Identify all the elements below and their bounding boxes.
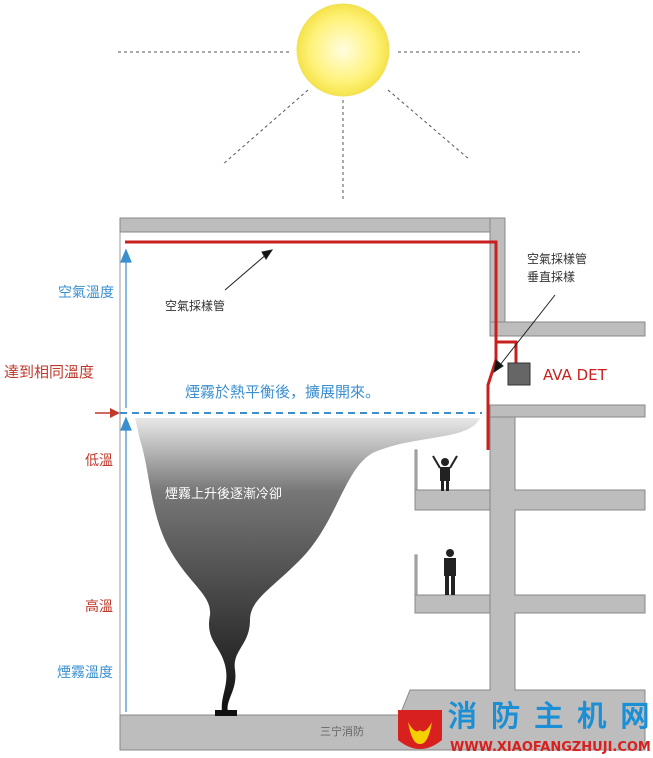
- label-smoke-temp: 煙霧溫度: [57, 665, 113, 681]
- arrow-same-temp: [95, 408, 120, 418]
- smoke-source: [215, 710, 237, 716]
- person-standing: [444, 549, 456, 595]
- label-same-temp: 達到相同溫度: [4, 363, 95, 381]
- watermark-title: 消 防 主 机 网: [448, 699, 652, 733]
- label-vertical-pipe-line2: 垂直採樣: [527, 270, 576, 284]
- label-cooling-note: 煙霧上升後逐漸冷卻: [165, 487, 283, 502]
- sun-rays: [118, 51, 580, 200]
- building: [119, 217, 646, 751]
- sun: [296, 3, 390, 97]
- vertical-sampling-pipe: [496, 340, 518, 365]
- temperature-axis: [120, 248, 132, 712]
- label-spread-note: 煙霧於熱平衡後，擴展開來。: [185, 383, 381, 401]
- watermark-wechat: 三宁消防: [320, 725, 364, 738]
- label-high-temp: 高溫: [85, 599, 113, 615]
- watermark-logo: [398, 710, 442, 749]
- label-vertical-pipe: 空氣採樣管 垂直採樣: [527, 250, 587, 286]
- watermark-url: WWW.XIAOFANGZHUJI.COM: [450, 740, 651, 755]
- label-vertical-pipe-line1: 空氣採樣管: [527, 252, 588, 266]
- sampling-pipe: [125, 240, 498, 450]
- person-alarmed: [432, 455, 458, 491]
- label-low-temp: 低溫: [85, 453, 113, 469]
- label-sampling-pipe: 空氣採樣管: [165, 299, 226, 313]
- label-detector: AVA DET: [543, 366, 607, 384]
- ava-detector: [507, 362, 531, 386]
- smoke-plume: [135, 418, 480, 712]
- label-air-temp: 空氣溫度: [58, 285, 114, 301]
- leader-lines: [224, 249, 556, 374]
